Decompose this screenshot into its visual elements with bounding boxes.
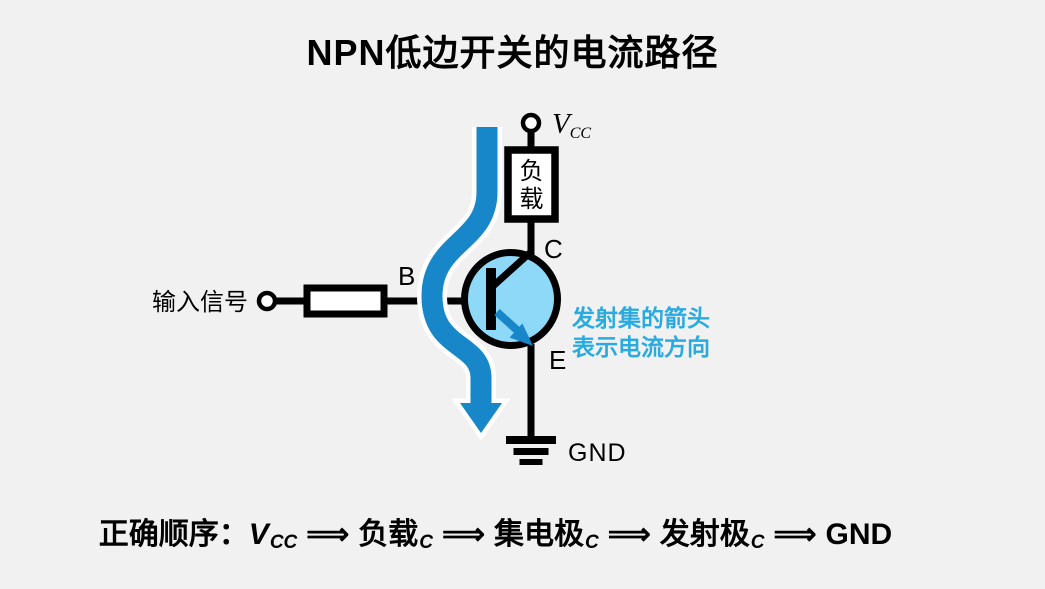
emitter-arrow-head — [509, 323, 533, 346]
formula-arrow-3: ⟹ — [607, 518, 651, 551]
current-path-arrowhead — [460, 403, 502, 433]
formula-gnd: GND — [825, 518, 893, 551]
vcc-label-main: V — [552, 108, 573, 140]
ground-bar-1 — [506, 436, 556, 444]
page-title: NPN低边开关的电流路径 — [306, 32, 719, 73]
vcc-label: VCC — [552, 108, 591, 142]
input-terminal — [256, 290, 278, 312]
current-path-stroke — [421, 127, 498, 406]
formula-vcc-main: V — [248, 518, 269, 551]
sequence-formula: 正确顺序：VCC⟹负载C⟹集电极C⟹发射极C⟹GND — [0, 509, 1045, 554]
formula-step-load-sub: C — [419, 532, 434, 553]
transistor-collector-line — [489, 248, 535, 290]
load-label-line2: 载 — [520, 186, 544, 213]
base-resistor — [303, 284, 388, 318]
input-signal-label: 输入信号 — [152, 289, 248, 316]
ground-bar-3 — [519, 459, 543, 465]
emitter-arrow-annotation: 发射集的箭头 表示电流方向 — [572, 304, 710, 362]
load-label-line1: 负 — [520, 158, 544, 185]
formula-prefix: 正确顺序： — [98, 518, 249, 551]
emitter-current-arrow — [494, 309, 533, 346]
formula-vcc: VCC — [248, 518, 298, 553]
emitter-label: E — [549, 345, 566, 375]
vcc-label-sub: CC — [570, 125, 592, 142]
formula-arrow-1: ⟹ — [306, 518, 350, 551]
formula-step-collector-sub: C — [585, 532, 599, 553]
load-box — [504, 146, 559, 223]
formula-vcc-sub: CC — [269, 532, 298, 553]
formula-arrow-2: ⟹ — [442, 518, 486, 551]
base-label: B — [398, 261, 415, 291]
formula-arrow-4: ⟹ — [773, 518, 817, 551]
annotation-line1: 发射集的箭头 — [572, 305, 710, 331]
formula-step-load: 负载 — [358, 518, 419, 551]
formula-step-emitter: 发射极 — [659, 518, 750, 551]
vcc-terminal — [520, 112, 542, 134]
current-path-arrow — [421, 127, 502, 433]
formula-step-collector: 集电极 — [494, 518, 585, 551]
annotation-line2: 表示电流方向 — [572, 334, 710, 360]
collector-label: C — [544, 234, 563, 264]
gnd-label: GND — [568, 439, 627, 467]
formula-step-emitter-sub: C — [750, 532, 765, 553]
transistor-base-bar — [486, 268, 496, 330]
emitter-arrow-shaft — [494, 309, 521, 334]
npn-transistor — [461, 248, 561, 349]
ground-symbol — [506, 436, 556, 465]
ground-bar-2 — [513, 448, 549, 455]
